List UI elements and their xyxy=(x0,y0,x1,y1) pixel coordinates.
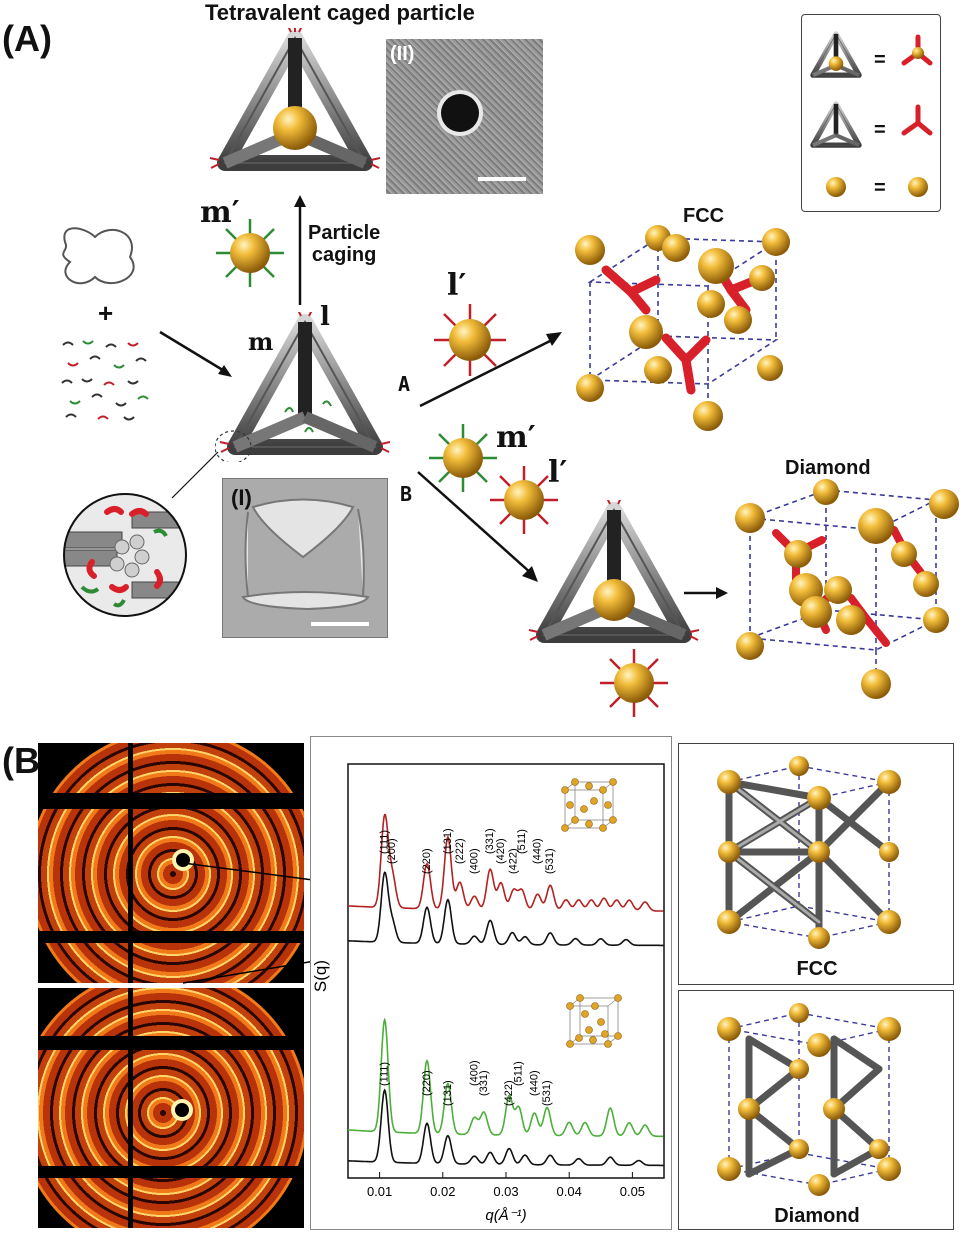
fcc-peak-label: (131) xyxy=(442,828,454,854)
diamond-peak-label: (511) xyxy=(513,1061,525,1086)
saxs-image-bottom xyxy=(38,988,304,1228)
diamond-peak-label: (422) xyxy=(503,1080,515,1106)
route-b-label: B xyxy=(400,482,413,506)
saxs-image-top xyxy=(38,743,304,983)
l-prime-particle-b xyxy=(490,466,558,534)
l-prime-particle-c xyxy=(600,649,668,717)
fcc-peak-label: (440) xyxy=(532,838,544,864)
fcc-peak-label: (331) xyxy=(484,828,496,854)
m-prime-label-top: m′ xyxy=(200,195,240,230)
fcc-peak-label: (420) xyxy=(495,838,507,864)
diamond-peak-label: (111) xyxy=(379,1062,391,1086)
em-label-i: (I) xyxy=(231,485,252,510)
fcc-peak-label: (220) xyxy=(421,848,433,874)
l-prime-label-a: l′ xyxy=(447,268,467,303)
legend-box: = = = xyxy=(801,14,941,212)
series-line xyxy=(348,1088,664,1167)
fcc-lattice-title: FCC xyxy=(683,205,725,227)
x-tick-label: 0.01 xyxy=(367,1184,392,1199)
y-axis-label: S(q) xyxy=(311,960,330,992)
l-prime-label-b: l′ xyxy=(548,455,568,490)
panel-a-label: (A) xyxy=(2,18,52,59)
diamond-lattice xyxy=(735,479,959,699)
panel-a-title: Tetravalent caged particle xyxy=(205,0,475,25)
diamond-inset-icon xyxy=(566,994,622,1048)
x-tick-label: 0.05 xyxy=(620,1184,645,1199)
l-prime-particle-a xyxy=(434,304,506,376)
m-label: m xyxy=(248,327,274,356)
fcc-lattice xyxy=(575,225,790,431)
zoom-line xyxy=(171,451,219,499)
assembly-arrow xyxy=(159,330,232,377)
caged-particle-route-b xyxy=(528,500,700,650)
diamond-peak-label: (531) xyxy=(541,1080,553,1106)
empty-cage-tetrahedron xyxy=(215,312,391,462)
legend-eq-1: = xyxy=(874,49,886,71)
fcc-inset-icon xyxy=(561,778,617,832)
legend-eq-3: = xyxy=(874,177,886,199)
x-tick-label: 0.02 xyxy=(430,1184,455,1199)
route-a-arrow xyxy=(419,332,562,408)
l-label: l xyxy=(320,302,330,332)
diamond-peak-label: (220) xyxy=(421,1070,433,1096)
x-tick-label: 0.04 xyxy=(557,1184,582,1199)
vertex-zoom-circle xyxy=(63,493,187,617)
staple-strands xyxy=(61,340,149,421)
em-image-ii: (II) xyxy=(386,39,543,194)
fcc-peak-label: (222) xyxy=(454,838,466,864)
fcc-peak-label: (511) xyxy=(516,829,528,854)
m-prime-label-b: m′ xyxy=(496,420,536,455)
fcc-cage-caption: FCC xyxy=(796,958,838,980)
diamond-peak-label: (331) xyxy=(478,1070,490,1096)
m-prime-particle-b xyxy=(429,424,497,492)
em-label-ii: (II) xyxy=(390,43,415,65)
plus-sign: + xyxy=(98,298,114,328)
diamond-cage-box: Diamond xyxy=(678,990,954,1230)
diamond-cage-caption: Diamond xyxy=(774,1205,860,1227)
diamond-lattice-title: Diamond xyxy=(785,457,871,479)
fcc-peak-label: (200) xyxy=(386,838,398,864)
fcc-peak-label: (111) xyxy=(379,830,391,854)
m-prime-particle xyxy=(216,219,284,287)
fcc-peak-label: (400) xyxy=(468,848,480,874)
em-image-i: (I) xyxy=(222,478,388,638)
fcc-peak-label: (531) xyxy=(544,848,556,874)
route-b-arrow xyxy=(417,471,538,582)
series-line xyxy=(347,1017,664,1138)
caging-arrow xyxy=(294,195,306,305)
diamond-peak-label: (440) xyxy=(528,1070,540,1096)
series-line xyxy=(348,813,664,912)
diamond-peak-label: (400) xyxy=(468,1060,480,1086)
series-line xyxy=(348,871,664,947)
plot-area xyxy=(347,763,665,1179)
diamond-peak-label: (131) xyxy=(442,1080,454,1106)
fcc-peak-label: (422) xyxy=(508,848,520,874)
route-a-label: A xyxy=(398,372,411,396)
scaffold-outline xyxy=(62,227,135,285)
fcc-cage-box: FCC xyxy=(678,743,954,985)
legend-eq-2: = xyxy=(874,119,886,141)
to-diamond-arrow xyxy=(684,587,728,599)
x-axis-label: q(Å⁻¹) xyxy=(485,1207,526,1224)
caged-particle-tetrahedron xyxy=(209,28,381,188)
x-tick-label: 0.03 xyxy=(493,1184,518,1199)
